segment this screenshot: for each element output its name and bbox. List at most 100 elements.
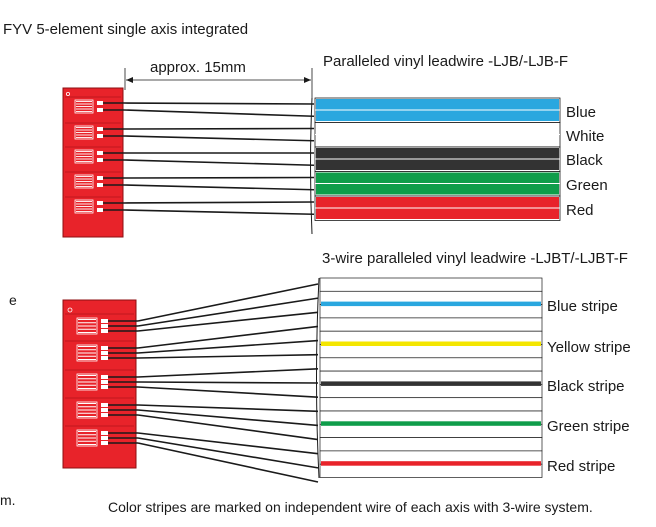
lead-wire	[123, 159, 315, 167]
gauge-tab	[97, 151, 103, 155]
gauge-tab	[101, 375, 108, 379]
lead-wire	[137, 339, 319, 354]
color-stripe-black-stripe	[321, 381, 541, 386]
lead-wire	[137, 437, 319, 469]
gauge-grid-outline	[76, 429, 98, 447]
lead-wire	[123, 135, 315, 142]
cable-end-curve	[316, 277, 320, 479]
conductor-outline	[319, 437, 543, 452]
color-stripe-green-stripe	[321, 421, 541, 426]
gauge-grid-outline	[74, 174, 94, 189]
lead-wire	[137, 404, 319, 413]
lead-wire	[137, 381, 319, 384]
top-assembly	[62, 68, 561, 238]
gauge-grid-outline	[74, 99, 94, 114]
bottom-wire-label-red-stripe: Red stripe	[547, 458, 616, 475]
lead-wire	[123, 201, 315, 204]
lead-wire	[137, 386, 319, 398]
gauge-tab	[97, 134, 103, 138]
edge-text-fragment: m.	[0, 492, 16, 508]
gauge-tab	[101, 385, 108, 389]
gauge-tab	[101, 329, 108, 333]
lead-wire	[137, 442, 319, 483]
cable-conductor-green	[316, 184, 559, 195]
gauge-grid-outline	[76, 317, 98, 335]
cable-conductor-green	[316, 172, 559, 183]
cable-conductor-red	[316, 208, 559, 219]
color-stripe-blue-stripe	[321, 301, 541, 307]
lead-wire	[123, 102, 315, 105]
gauge-tab	[101, 324, 108, 328]
conductor-outline	[319, 357, 543, 372]
alignment-mark	[67, 307, 73, 313]
dimension-label: approx. 15mm	[150, 59, 246, 76]
gauge-tab	[97, 158, 103, 162]
lead-wire	[137, 353, 319, 359]
top-wire-label-black: Black	[566, 152, 603, 169]
gauge-tab	[97, 183, 103, 187]
lead-wire	[137, 409, 319, 427]
cable-conductor-blue	[316, 110, 559, 121]
bottom-wire-label-blue-stripe: Blue stripe	[547, 298, 618, 315]
gauge-grid-outline	[76, 344, 98, 362]
dimension-arrowhead	[304, 77, 311, 83]
gauge-tab	[101, 346, 108, 350]
bottom-wire-label-green-stripe: Green stripe	[547, 418, 630, 435]
cable-end-curve	[310, 97, 313, 235]
lead-wire	[123, 184, 315, 191]
gauge-tab	[97, 201, 103, 205]
cable-conductor-white	[316, 135, 559, 146]
conductor-outline	[319, 277, 543, 292]
edge-text-fragment: e	[9, 292, 17, 308]
conductor-outline	[319, 304, 543, 319]
top-wire-label-red: Red	[566, 202, 594, 219]
footer-note: Color stripes are marked on independent …	[108, 499, 593, 515]
bottom-assembly	[62, 277, 543, 483]
gauge-tab	[97, 127, 103, 131]
lead-wire	[137, 325, 319, 349]
top-wire-label-green: Green	[566, 177, 608, 194]
gauge-grid-outline	[74, 199, 94, 214]
lead-wire	[137, 414, 319, 441]
conductor-outline	[319, 384, 543, 399]
gauge-tab	[101, 380, 108, 384]
dimension-arrowhead	[126, 77, 133, 83]
gauge-tab	[101, 319, 108, 323]
gauge-tab	[97, 208, 103, 212]
gauge-base-bottom	[62, 299, 137, 469]
gauge-tab	[101, 403, 108, 407]
gauge-tab	[101, 413, 108, 417]
conductor-outline	[319, 397, 543, 412]
gauge-grid-outline	[74, 149, 94, 164]
lead-wire	[137, 432, 319, 455]
lead-wire	[137, 283, 319, 322]
gauge-tab	[101, 356, 108, 360]
lead-wire	[123, 176, 315, 179]
top-wire-label-white: White	[566, 128, 605, 145]
color-stripe-red-stripe	[321, 461, 541, 466]
lead-wire	[123, 109, 315, 118]
bottom-wire-label-yellow-stripe: Yellow stripe	[547, 339, 631, 356]
top-wire-label-blue: Blue	[566, 104, 597, 121]
gauge-tab	[101, 431, 108, 435]
cable-conductor-black	[316, 159, 559, 170]
gauge-tab	[101, 408, 108, 412]
gauge-tab	[101, 351, 108, 355]
bottom-wire-label-black-stripe: Black stripe	[547, 378, 625, 395]
gauge-grid-outline	[76, 373, 98, 391]
cable-conductor-black	[316, 148, 559, 159]
conductor-outline	[319, 423, 543, 438]
bottom-leadwire-caption: 3-wire paralleled vinyl leadwire -LJBT/-…	[322, 250, 628, 267]
lead-wire	[137, 311, 319, 332]
color-stripe-yellow-stripe	[321, 341, 541, 346]
conductor-outline	[319, 344, 543, 359]
lead-wire	[123, 127, 315, 130]
gauge-grid-outline	[74, 125, 94, 140]
cable-conductor-red	[316, 197, 559, 208]
gauge-tab	[97, 108, 103, 112]
alignment-mark	[66, 92, 71, 97]
conductor-outline	[319, 463, 543, 478]
top-leadwire-caption: Paralleled vinyl leadwire -LJB/-LJB-F	[323, 53, 569, 70]
